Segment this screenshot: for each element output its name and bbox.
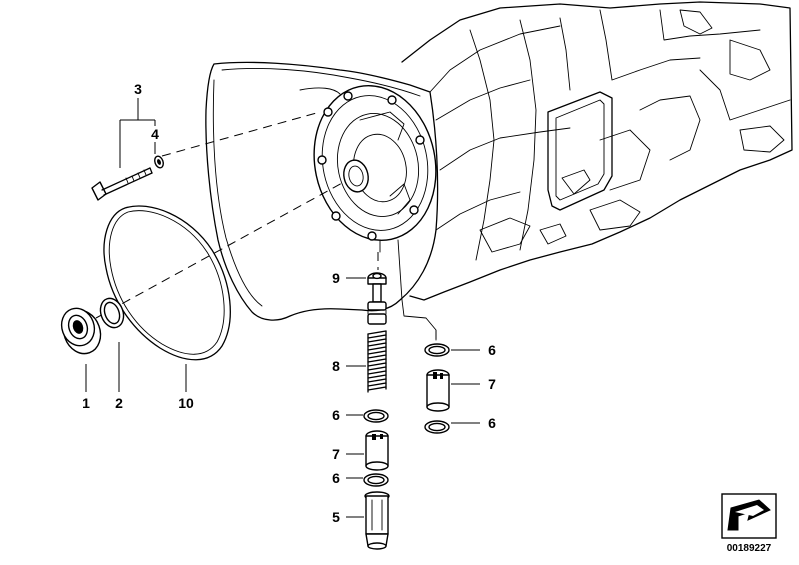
reference-number: 00189227 (727, 543, 772, 554)
valve-stack (363, 252, 390, 550)
callout-7-right: 7 (488, 376, 496, 392)
small-o-ring-part (99, 297, 125, 329)
shaft-seal-part (60, 307, 102, 355)
assembly-lines (95, 111, 345, 319)
callout-5: 5 (332, 509, 340, 525)
leader-lines (85, 98, 480, 518)
callout-10: 10 (178, 395, 194, 411)
transmission-housing (205, 1, 793, 341)
callout-7-center: 7 (332, 446, 340, 462)
callout-6-right-bottom: 6 (488, 415, 496, 431)
large-o-ring-part (103, 205, 231, 361)
callout-6-mid: 6 (332, 470, 340, 486)
callout-8: 8 (332, 358, 340, 374)
callout-4: 4 (151, 126, 159, 142)
arrow-return-icon[interactable] (721, 493, 777, 539)
callout-6-right-top: 6 (488, 342, 496, 358)
bolt-part (91, 167, 153, 201)
spring-coils (367, 330, 387, 393)
callout-6-top: 6 (332, 407, 340, 423)
right-valve-stack (424, 330, 450, 434)
washer-part (154, 155, 164, 169)
callout-3: 3 (134, 81, 142, 97)
callout-1: 1 (82, 395, 90, 411)
callout-9: 9 (332, 270, 340, 286)
callout-2: 2 (115, 395, 123, 411)
